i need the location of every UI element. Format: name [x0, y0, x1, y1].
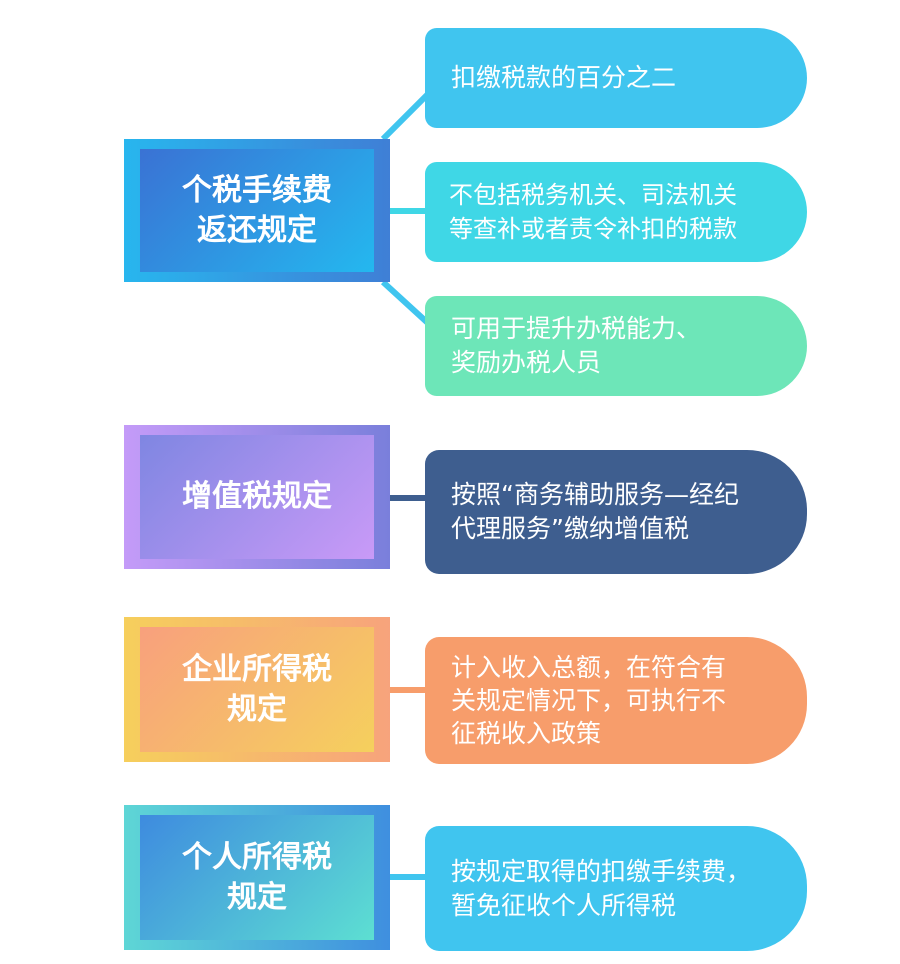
topic-line: 规定 [227, 691, 287, 727]
item-text-line: 奖励办税人员 [451, 348, 602, 377]
item-text-line: 按照“商务辅助服务—经纪 [451, 480, 739, 509]
topic-box-fee-refund: 个税手续费 返还规定 [124, 139, 390, 282]
topic-line: 返还规定 [197, 212, 317, 248]
topic-box-vat: 增值税规定 [124, 425, 390, 569]
topic-line: 企业所得税 [182, 651, 332, 687]
item-text-line: 扣缴税款的百分之二 [451, 63, 677, 92]
item-text-line: 计入收入总额，在符合有 [451, 653, 727, 682]
topic-box-corporate-income-tax: 企业所得税 规定 [124, 617, 390, 762]
item-bubble-percentage: 扣缴税款的百分之二 [425, 28, 807, 128]
topic-box-personal-income-tax: 个人所得税 规定 [124, 805, 390, 950]
item-text-line: 关规定情况下，可执行不 [451, 686, 727, 715]
item-text-line: 等查补或者责令补扣的税款 [449, 215, 737, 243]
item-bubble-personal: 按规定取得的扣缴手续费， 暂免征收个人所得税 [425, 826, 807, 951]
item-text-line: 按规定取得的扣缴手续费， [451, 856, 752, 886]
item-bubble-usage: 可用于提升办税能力、 奖励办税人员 [425, 296, 807, 396]
topic-label: 个税手续费 返还规定 [140, 149, 374, 272]
item-text-line: 暂免征收个人所得税 [451, 890, 677, 920]
item-text-line: 代理服务”缴纳增值税 [451, 514, 689, 543]
item-bubble-exclusion: 不包括税务机关、司法机关 等查补或者责令补扣的税款 [425, 162, 807, 262]
topic-label: 增值税规定 [140, 435, 374, 559]
item-text-line: 不包括税务机关、司法机关 [449, 181, 737, 209]
item-text-line: 征税收入政策 [451, 719, 602, 748]
topic-label: 个人所得税 规定 [140, 815, 374, 940]
topic-label: 企业所得税 规定 [140, 627, 374, 752]
topic-line: 个人所得税 [182, 839, 332, 875]
item-bubble-corporate: 计入收入总额，在符合有 关规定情况下，可执行不 征税收入政策 [425, 637, 807, 764]
connector-line-1c [380, 279, 433, 328]
topic-line: 增值税规定 [182, 479, 332, 514]
item-text-line: 可用于提升办税能力、 [451, 314, 702, 343]
topic-line: 个税手续费 [182, 172, 332, 208]
item-bubble-vat: 按照“商务辅助服务—经纪 代理服务”缴纳增值税 [425, 450, 807, 574]
topic-line: 规定 [227, 879, 287, 915]
connector-line-1a [380, 89, 433, 142]
